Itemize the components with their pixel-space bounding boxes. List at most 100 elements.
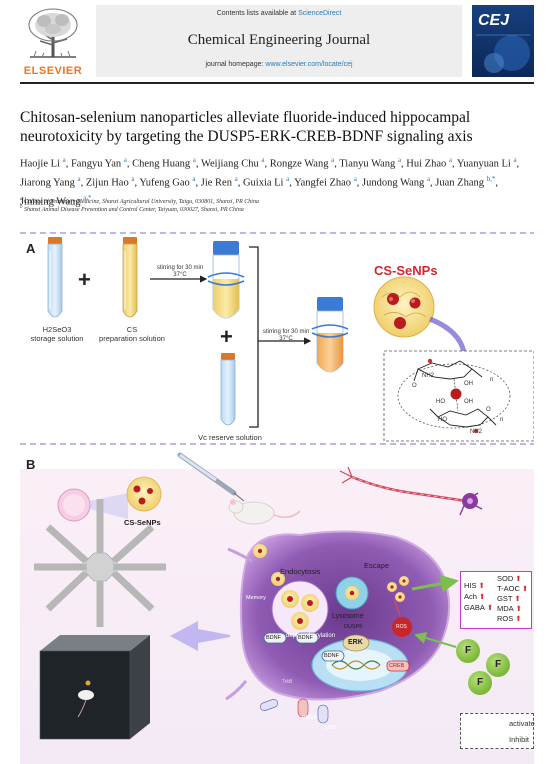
elsevier-tree-icon xyxy=(20,5,86,63)
journal-title: Chemical Engineering Journal xyxy=(187,32,371,48)
author-name[interactable]: Jinming Wang xyxy=(20,196,81,208)
author-name[interactable]: Weijiang Chu xyxy=(200,158,259,170)
author-affiliation-mark: a xyxy=(123,156,127,164)
bdnf-label-2: BDNF xyxy=(298,635,313,641)
mixing-bracket xyxy=(249,246,259,428)
marker-item: MDA⬆ xyxy=(497,604,522,613)
fluoride-label-1: F xyxy=(465,645,472,656)
contents-line: Contents lists available at ScienceDirec… xyxy=(96,10,462,17)
cs-label-line1: CS xyxy=(126,325,138,334)
ros-small-label: ROS xyxy=(396,624,407,630)
author-name[interactable]: Guixia Li xyxy=(242,177,284,189)
vc-label: Vc reserve solution xyxy=(198,433,262,442)
dusp5-label: DUSP5 xyxy=(344,624,363,630)
author-name[interactable]: Fangyu Yan xyxy=(70,158,122,170)
ros-blob xyxy=(392,617,412,637)
author-affiliation-mark: a xyxy=(286,175,290,183)
creb-node xyxy=(386,660,410,672)
lysosome-label: Lysosome xyxy=(332,613,364,620)
stir-label-1-line2: 37°C xyxy=(173,272,187,278)
open-field-box xyxy=(39,635,150,740)
marker-item: SOD⬆ xyxy=(497,574,522,583)
escape-label: Escape xyxy=(364,561,390,570)
change-arrow-icon: ⬆ xyxy=(515,604,522,613)
change-arrow-icon: ⬆ xyxy=(515,614,522,623)
cover-art-icon xyxy=(476,34,530,73)
np-label-b: CS-SeNPs xyxy=(124,518,161,527)
author-affiliation-mark: a xyxy=(234,175,238,183)
fluoride-label-2: F xyxy=(495,659,502,670)
chem-label-ho-2: HO xyxy=(438,417,447,423)
petri-dish xyxy=(57,488,91,522)
vc-tube xyxy=(220,353,236,426)
syringe-icon xyxy=(177,452,245,502)
author-name[interactable]: Cheng Huang xyxy=(132,158,191,170)
np-to-ros-line xyxy=(393,598,401,616)
dephosphorylation-label: dephosphorylation xyxy=(286,633,336,639)
panel-b-label: B xyxy=(26,457,36,472)
change-arrow-icon: ⬆ xyxy=(478,592,486,601)
chem-label-nh2-bottom: NH2 xyxy=(470,429,483,435)
author-name[interactable]: Juan Zhang xyxy=(435,177,484,189)
cs-senp-particle-b xyxy=(126,476,162,512)
homepage-link[interactable]: www.elsevier.com/locate/cej xyxy=(265,61,353,68)
sciencedirect-link[interactable]: ScienceDirect xyxy=(298,10,342,17)
author-name[interactable]: Jiarong Yang xyxy=(20,177,75,189)
graphical-abstract-art: + + xyxy=(20,232,534,764)
marker-list-left: HIS⬆Ach⬆GABA⬆ xyxy=(464,580,493,613)
change-arrow-icon: ⬆ xyxy=(486,603,494,612)
endocytosis-label: Endocytosis xyxy=(280,567,321,576)
cs-label-line2: preparation solution xyxy=(99,334,165,343)
legend-inhibit: Inhibit xyxy=(509,735,530,744)
marker-item: HIS⬆ xyxy=(464,581,485,590)
affiliation-a: a College of Veterinary Medicine, Shanxi… xyxy=(20,197,259,205)
behavior-arrow xyxy=(170,621,230,651)
author-name[interactable]: Jundong Wang xyxy=(362,177,425,189)
panel-a-label: A xyxy=(26,241,36,256)
author-affiliation-mark: a xyxy=(397,156,402,164)
author-name[interactable]: Yangfei Zhao xyxy=(294,177,352,189)
activate-arrow xyxy=(411,574,459,593)
lysosome xyxy=(335,576,369,610)
author-name[interactable]: Hui Zhao xyxy=(406,158,447,170)
marker-item: ROS⬆ xyxy=(497,614,522,623)
bdnf-pill-2 xyxy=(295,632,319,644)
author-affiliation-mark: a xyxy=(353,175,357,183)
author-name[interactable]: Yufeng Gao xyxy=(139,177,190,189)
author-name[interactable]: Rongze Wang xyxy=(269,158,329,170)
creb-label: CREB xyxy=(389,663,405,669)
author-affiliation-mark: a xyxy=(192,175,196,183)
author-name[interactable]: Jie Ren xyxy=(200,177,232,189)
bdnf-label-1: BDNF xyxy=(266,635,281,641)
erk-node xyxy=(342,634,370,652)
author-affiliation-mark: b,* xyxy=(486,175,496,183)
change-arrow-icon: ⬆ xyxy=(478,581,485,590)
marker-box: HIS⬆Ach⬆GABA⬆ SOD⬆T-AOC⬆GST⬆MDA⬆ROS⬆ xyxy=(460,571,532,629)
author-name[interactable]: Zijun Hao xyxy=(85,177,129,189)
h2seo3-tube xyxy=(47,237,63,318)
chem-label-n-1: n xyxy=(490,377,494,383)
erk-label: ERK xyxy=(348,639,363,646)
affiliation-a-text: College of Veterinary Medicine, Shanxi A… xyxy=(24,199,259,205)
author-name[interactable]: Haojie Li xyxy=(20,158,60,170)
legend-activate: activate xyxy=(509,719,535,728)
chem-label-nh2-top: NH2 xyxy=(422,373,435,379)
syn1-label: SYN1 xyxy=(324,725,338,731)
journal-info-box: Contents lists available at ScienceDirec… xyxy=(96,5,462,77)
homepage-prefix: journal homepage: xyxy=(205,61,264,68)
author-affiliation-mark: a xyxy=(426,175,431,183)
chem-label-o-2: O xyxy=(486,407,491,413)
mouse-icon xyxy=(228,499,301,525)
change-arrow-icon: ⬆ xyxy=(521,584,529,593)
cover-abbrev: CEJ xyxy=(478,12,510,29)
chem-label-oh-1: OH xyxy=(464,381,473,387)
author-affiliation-mark: a xyxy=(77,175,81,183)
marker-item: T-AOC⬆ xyxy=(497,584,529,593)
author-name[interactable]: Yuanyuan Li xyxy=(456,158,511,170)
author-name[interactable]: Tianyu Wang xyxy=(339,158,396,170)
stir-label-1-line1: stirring for 30 min xyxy=(156,265,204,271)
article-title: Chitosan-selenium nanoparticles alleviat… xyxy=(20,109,473,145)
contents-prefix: Contents lists available at xyxy=(216,10,297,17)
